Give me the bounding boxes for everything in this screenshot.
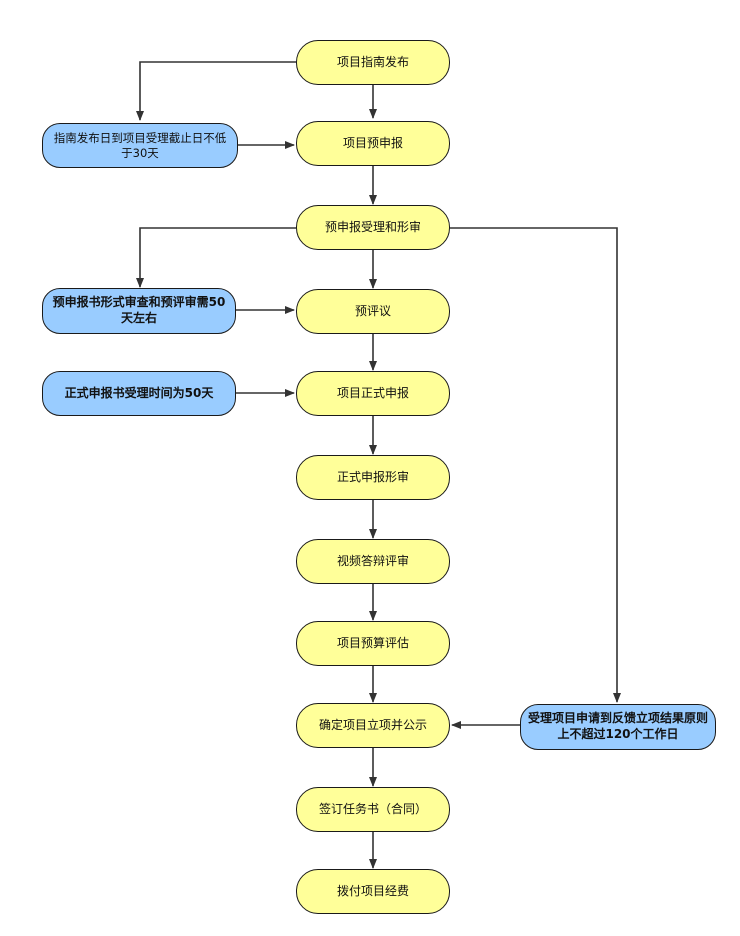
note-pre-review-duration: 预申报书形式审查和预评审需50天左右 [42,288,236,334]
node-formal-application-review: 正式申报形审 [296,455,450,500]
node-guide-release: 项目指南发布 [296,40,450,85]
node-pre-evaluation: 预评议 [296,289,450,334]
node-approval-publicity: 确定项目立项并公示 [296,703,450,748]
node-pre-application: 项目预申报 [296,121,450,166]
edge-n3-b4 [450,227,621,703]
note-approval-feedback-limit: 受理项目申请到反馈立项结果原则上不超过120个工作日 [520,704,716,750]
note-guide-to-deadline: 指南发布日到项目受理截止日不低于30天 [42,123,238,168]
node-video-defense-review: 视频答辩评审 [296,539,450,584]
note-formal-acceptance-time: 正式申报书受理时间为50天 [42,371,236,416]
node-fund-allocation: 拨付项目经费 [296,869,450,914]
node-formal-application: 项目正式申报 [296,371,450,416]
edge-n3-b2 [136,227,296,288]
node-pre-application-review: 预申报受理和形审 [296,205,450,250]
node-budget-evaluation: 项目预算评估 [296,621,450,666]
edge-n1-b1 [136,61,296,121]
node-sign-contract: 签订任务书（合同） [296,787,450,832]
